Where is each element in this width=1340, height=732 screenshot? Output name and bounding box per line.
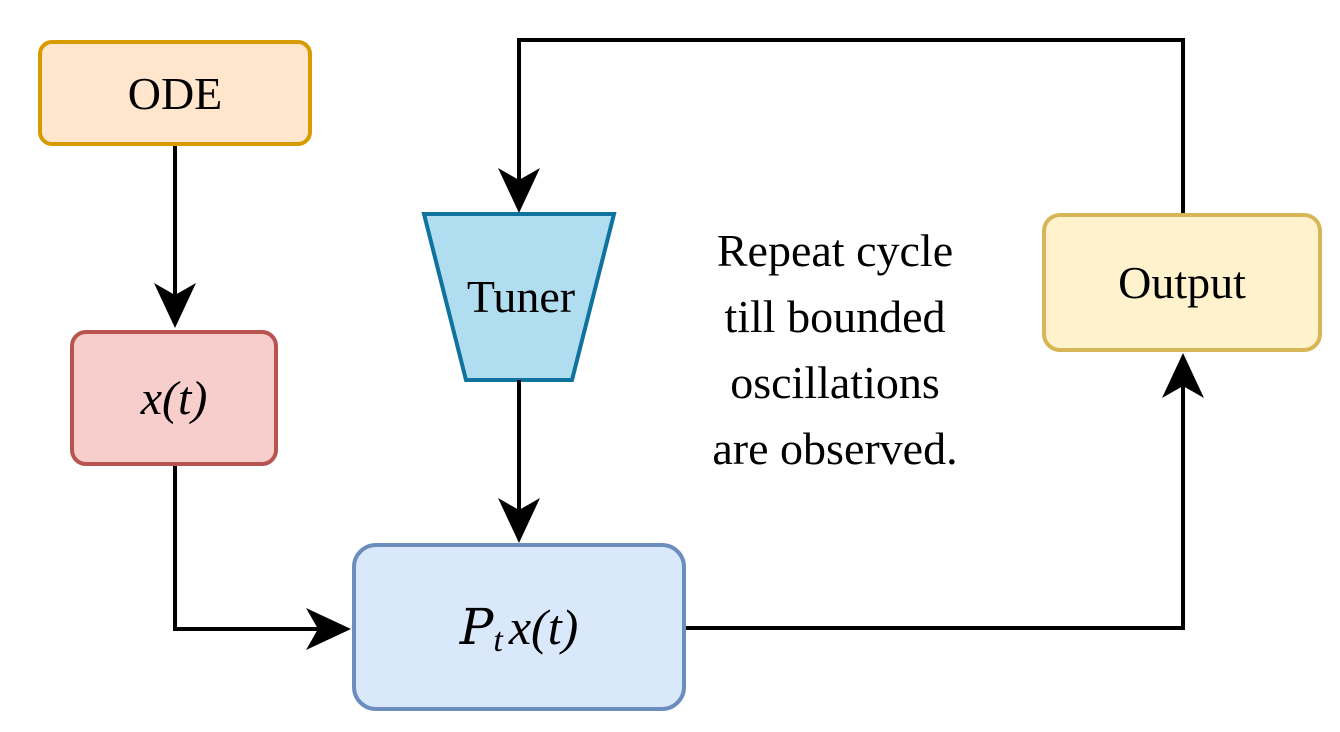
- ode-label: ODE: [127, 67, 223, 119]
- arrowhead-output-to-tuner: [498, 168, 540, 213]
- cycle-annotation: Repeat cycle till bounded oscillations a…: [660, 218, 1010, 482]
- arrowhead-projection-to-output: [1162, 353, 1204, 398]
- state-label: x(t): [140, 371, 208, 425]
- ode-node[interactable]: ODE: [38, 40, 312, 146]
- output-node[interactable]: Output: [1042, 213, 1322, 352]
- edge-state-to-projection: [173, 466, 318, 631]
- tuner-label: Tuner: [466, 271, 576, 322]
- annotation-line: are observed.: [712, 423, 958, 474]
- arrowhead-ode-to-state: [154, 283, 196, 328]
- arrowhead-state-to-projection: [306, 608, 351, 650]
- output-label: Output: [1118, 257, 1246, 308]
- annotation-line: Repeat cycle: [716, 225, 954, 276]
- annotation-line: till bounded: [724, 291, 946, 342]
- projection-subscript: t: [493, 622, 503, 659]
- tuner-shape[interactable]: [421, 212, 617, 382]
- projection-operator: P: [459, 598, 494, 656]
- state-node[interactable]: x(t): [70, 330, 278, 466]
- arrowhead-tuner-to-projection: [498, 498, 540, 543]
- projection-argument: x(t): [508, 599, 579, 655]
- edge-output-to-tuner: [517, 38, 1185, 213]
- edge-projection-to-output: [686, 386, 1185, 630]
- annotation-line: oscillations: [730, 357, 940, 408]
